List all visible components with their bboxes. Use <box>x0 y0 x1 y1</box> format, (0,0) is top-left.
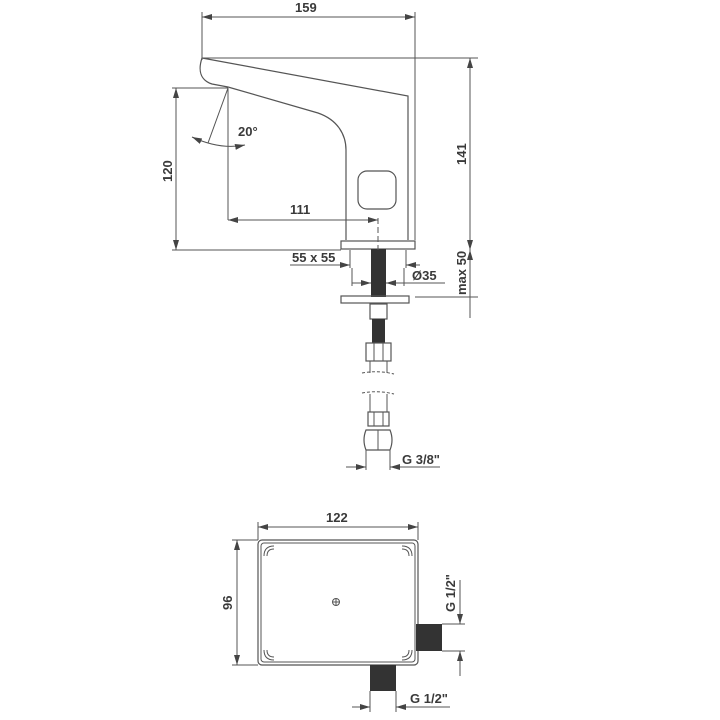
dim-width-label: 159 <box>295 0 317 15</box>
faucet-side-view: 159 141 120 20° 111 55 x 55 Ø35 max <box>160 0 478 470</box>
dim-angle-label: 20° <box>238 124 258 139</box>
bottom-outlet-label: G 1/2" <box>410 691 448 706</box>
corner-screw-icons <box>263 545 413 661</box>
hose-fitting-upper <box>365 342 392 362</box>
dim-hole-label: Ø35 <box>412 268 437 283</box>
dim-height-label: 141 <box>454 143 469 165</box>
hose-fitting-lower <box>367 411 390 427</box>
faucet-body-outline <box>199 57 409 240</box>
box-outer <box>257 539 419 666</box>
bottom-outlet <box>370 665 396 691</box>
side-outlet <box>416 624 442 651</box>
box-height-label: 96 <box>220 596 235 610</box>
dim-spout-height-label: 120 <box>160 160 175 182</box>
box-inner <box>260 542 416 663</box>
dim-connection-label: G 3/8" <box>402 452 440 467</box>
side-outlet-label: G 1/2" <box>443 574 458 612</box>
hose-section <box>372 319 385 343</box>
mounting-washer <box>340 295 410 304</box>
dim-max-thickness-label: max 50 <box>454 251 469 295</box>
control-box-view: 122 96 G 1/2" G 1/2" <box>220 510 465 712</box>
sensor-window <box>357 170 397 210</box>
mounting-nut <box>369 303 388 320</box>
dim-base-label: 55 x 55 <box>292 250 335 265</box>
dim-reach-label: 111 <box>290 202 310 217</box>
box-width-label: 122 <box>326 510 348 525</box>
threaded-rod <box>371 249 386 297</box>
